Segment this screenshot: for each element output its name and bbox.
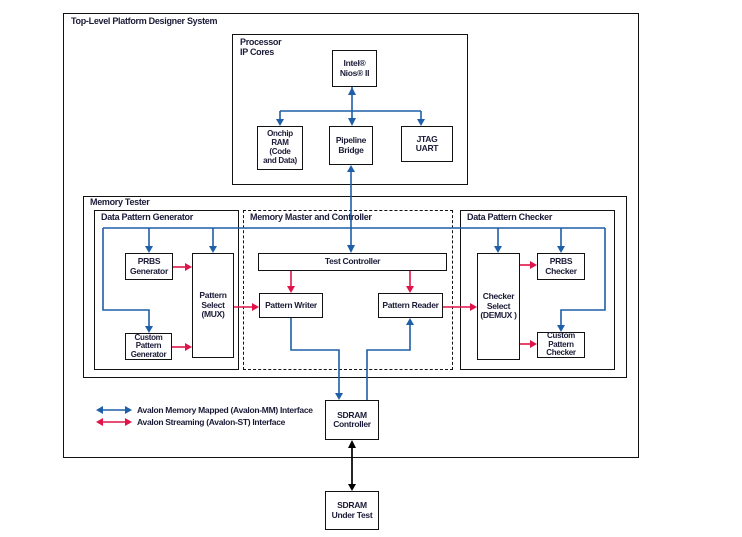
pattern-reader-node: Pattern Reader: [378, 293, 443, 318]
pattern-writer-node: Pattern Writer: [259, 293, 323, 318]
nios-ii-node: Intel® Nios® II: [332, 50, 377, 87]
data-pattern-checker-label: Data Pattern Checker: [467, 212, 553, 222]
memory-tester-label: Memory Tester: [90, 197, 150, 207]
memory-master-controller-label: Memory Master and Controller: [250, 212, 372, 222]
processor-ip-cores-label: Processor IP Cores: [240, 37, 282, 57]
prbs-checker-node: PRBS Checker: [537, 253, 585, 280]
memory-tester-box: [83, 196, 627, 378]
pattern-select-mux-node: Pattern Select (MUX): [192, 253, 234, 358]
sdram-under-test-node: SDRAM Under Test: [325, 491, 379, 530]
data-pattern-generator-box: [94, 210, 239, 370]
onchip-ram-node: Onchip RAM (Code and Data): [257, 126, 303, 170]
custom-pattern-generator-node: Custom Pattern Generator: [125, 333, 172, 360]
prbs-generator-node: PRBS Generator: [125, 253, 173, 280]
processor-ip-cores-box: [232, 34, 468, 185]
test-controller-node: Test Controller: [258, 253, 447, 271]
custom-pattern-checker-node: Custom Pattern Checker: [537, 331, 585, 358]
data-pattern-checker-box: [460, 210, 615, 370]
diagram-title: Top-Level Platform Designer System: [71, 16, 218, 26]
legend-avalon-mm-label: Avalon Memory Mapped (Avalon-MM) Interfa…: [137, 405, 313, 415]
memory-master-controller-box: [243, 210, 453, 370]
top-level-system-box: [63, 13, 639, 458]
checker-select-demux-node: Checker Select (DEMUX ): [477, 253, 520, 360]
legend-avalon-st-label: Avalon Streaming (Avalon-ST) Interface: [137, 417, 286, 427]
jtag-uart-node: JTAG UART: [401, 126, 453, 162]
sdram-controller-node: SDRAM Controller: [325, 400, 379, 440]
pipeline-bridge-node: Pipeline Bridge: [329, 126, 373, 165]
data-pattern-generator-label: Data Pattern Generator: [101, 212, 193, 222]
